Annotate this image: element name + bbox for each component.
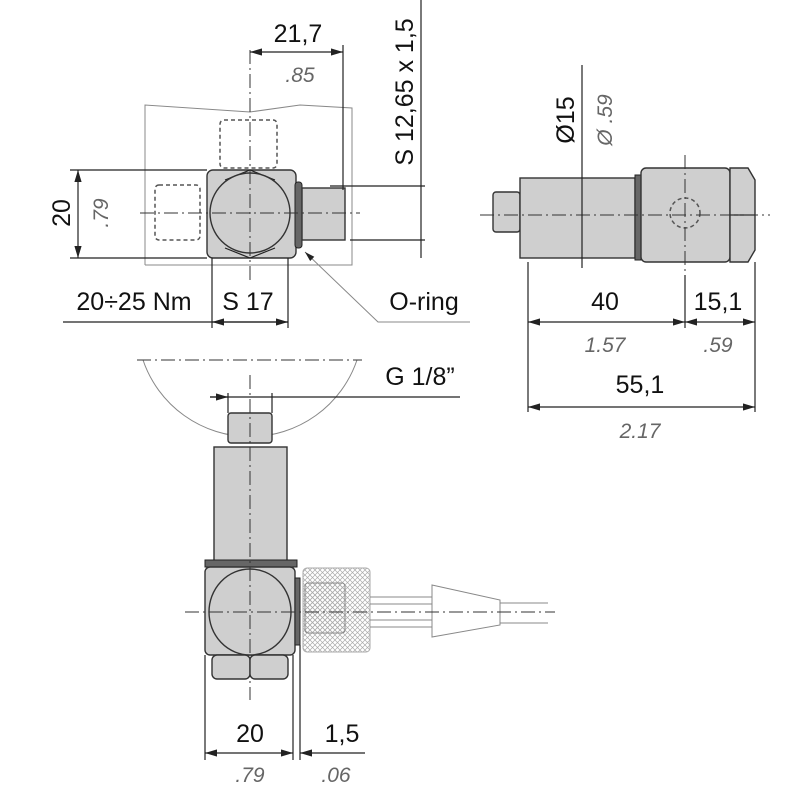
thread-stub <box>301 187 346 241</box>
dim-oring-inch: .06 <box>321 764 351 787</box>
connector-thread <box>304 582 346 634</box>
dim-hex: 15,1 <box>694 288 743 316</box>
o-ring <box>294 181 303 249</box>
dim-oring: 1,5 <box>325 720 360 748</box>
wrench-size: S 17 <box>222 288 273 316</box>
bottom-view: G 1/8” 20 .79 1,5 .06 <box>137 359 555 787</box>
thread-spec: G 1/8” <box>385 363 454 391</box>
diameter: Ø15 <box>552 96 580 143</box>
o-ring-label: O-ring <box>389 288 458 316</box>
torque-spec: 20÷25 Nm <box>76 288 191 316</box>
hex-nut <box>249 654 289 680</box>
cable <box>370 596 432 628</box>
thread-spec: S 12,65 x 1,5 <box>391 18 419 165</box>
o-ring <box>634 174 642 261</box>
dim-height-inch: .79 <box>90 198 113 228</box>
sensor-body <box>519 177 636 259</box>
top-view: 21,7 .85 20 .79 S 12,65 x 1,5 20÷25 Nm S… <box>48 0 470 328</box>
dim-width-inch: .79 <box>235 764 265 787</box>
flange <box>204 559 298 568</box>
hidden-fitting-top <box>219 119 278 169</box>
dim-total-inch: 2.17 <box>619 420 662 443</box>
mounting-block-outline <box>144 104 353 266</box>
dim-width: 21,7 <box>274 20 323 48</box>
dim-body-inch: 1.57 <box>585 334 627 357</box>
dim-width-inch: .85 <box>285 64 315 87</box>
side-view: Ø15 Ø .59 40 15,1 1.57 .59 55,1 2.17 <box>480 65 770 443</box>
dim-height: 20 <box>48 199 76 227</box>
dim-hex-inch: .59 <box>703 334 733 357</box>
cable-gland <box>431 584 501 638</box>
diameter-inch: Ø .59 <box>594 94 617 147</box>
dim-width: 20 <box>236 720 264 748</box>
thread-stub <box>492 191 521 233</box>
dim-total: 55,1 <box>616 371 665 399</box>
dim-body: 40 <box>591 288 619 316</box>
